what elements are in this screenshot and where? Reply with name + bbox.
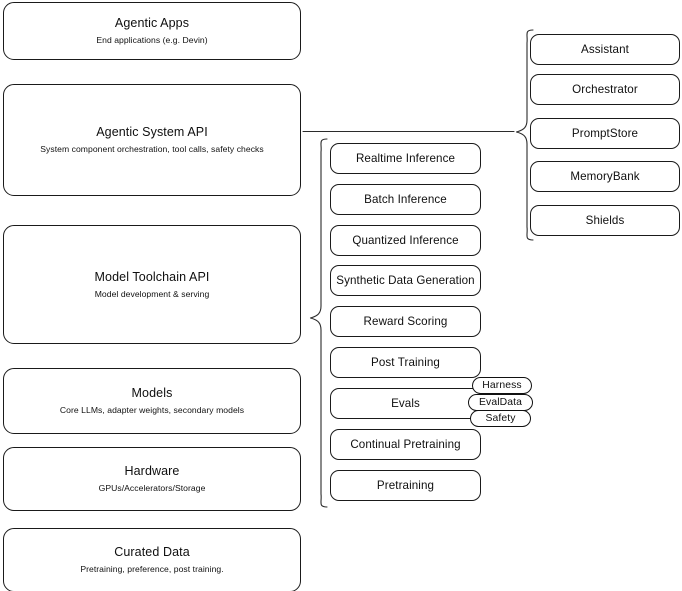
evals-badge-harness[interactable]: Harness <box>472 377 532 394</box>
toolchain-item-evals[interactable]: Evals <box>330 388 481 419</box>
toolchain-item-synthetic-data-generation[interactable]: Synthetic Data Generation <box>330 265 481 296</box>
toolchain-item-post-training[interactable]: Post Training <box>330 347 481 378</box>
item-label: Continual Pretraining <box>350 437 461 451</box>
item-label: Realtime Inference <box>355 151 456 165</box>
system-item-assistant[interactable]: Assistant <box>530 34 680 65</box>
item-label: MemoryBank <box>570 169 640 183</box>
layer-subtitle: Pretraining, preference, post training. <box>80 564 224 574</box>
layer-title: Hardware <box>124 464 180 478</box>
item-label: Evals <box>391 396 420 410</box>
item-label: Reward Scoring <box>363 314 448 328</box>
system-item-promptstore[interactable]: PromptStore <box>530 118 680 149</box>
layer-curated-data[interactable]: Curated Data Pretraining, preference, po… <box>3 528 301 591</box>
toolchain-item-realtime-inference[interactable]: Realtime Inference <box>330 143 481 174</box>
layer-models[interactable]: Models Core LLMs, adapter weights, secon… <box>3 368 301 434</box>
item-label: Quantized Inference <box>352 233 459 247</box>
item-label: Pretraining <box>376 478 435 492</box>
layer-title: Agentic System API <box>96 125 208 139</box>
layer-subtitle: Model development & serving <box>94 288 210 299</box>
item-label: Shields <box>585 213 625 227</box>
layer-title: Curated Data <box>114 545 190 559</box>
layer-agentic-apps[interactable]: Agentic Apps End applications (e.g. Devi… <box>3 2 301 60</box>
toolchain-item-continual-pretraining[interactable]: Continual Pretraining <box>330 429 481 460</box>
toolchain-item-reward-scoring[interactable]: Reward Scoring <box>330 306 481 337</box>
item-label: Post Training <box>371 355 440 369</box>
item-label: Orchestrator <box>572 82 638 96</box>
system-item-shields[interactable]: Shields <box>530 205 680 236</box>
badge-label: EvalData <box>479 396 522 408</box>
layer-subtitle: GPUs/Accelerators/Storage <box>98 483 206 493</box>
item-label: PromptStore <box>571 126 639 140</box>
toolchain-item-quantized-inference[interactable]: Quantized Inference <box>330 225 481 256</box>
item-label: Synthetic Data Generation <box>336 273 475 287</box>
badge-label: Harness <box>482 379 522 391</box>
item-label: Batch Inference <box>364 192 447 206</box>
layer-subtitle: Core LLMs, adapter weights, secondary mo… <box>59 405 245 415</box>
system-item-orchestrator[interactable]: Orchestrator <box>530 74 680 105</box>
item-label: Assistant <box>581 42 629 56</box>
evals-badge-safety[interactable]: Safety <box>470 410 531 427</box>
brace-toolchain <box>309 138 328 508</box>
badge-label: Safety <box>485 412 516 424</box>
layer-model-toolchain-api[interactable]: Model Toolchain API Model development & … <box>3 225 301 344</box>
toolchain-item-pretraining[interactable]: Pretraining <box>330 470 481 501</box>
evals-badge-evaldata[interactable]: EvalData <box>468 394 533 411</box>
layer-hardware[interactable]: Hardware GPUs/Accelerators/Storage <box>3 447 301 511</box>
system-item-memorybank[interactable]: MemoryBank <box>530 161 680 192</box>
layer-title: Model Toolchain API <box>94 269 210 284</box>
toolchain-item-batch-inference[interactable]: Batch Inference <box>330 184 481 215</box>
layer-subtitle: End applications (e.g. Devin) <box>96 35 208 45</box>
layer-agentic-system-api[interactable]: Agentic System API System component orch… <box>3 84 301 196</box>
layer-subtitle: System component orchestration, tool cal… <box>40 144 264 154</box>
layer-title: Agentic Apps <box>114 16 190 30</box>
layer-title: Models <box>131 386 173 400</box>
